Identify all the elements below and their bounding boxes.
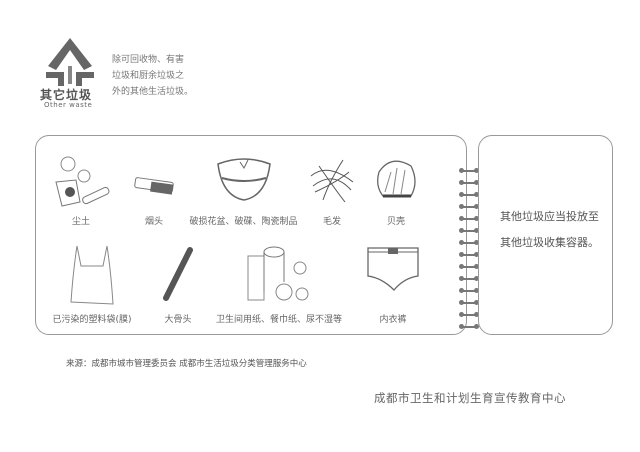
item-label: 毛发 [322, 217, 341, 227]
ring [459, 240, 479, 245]
item-label: 烟头 [144, 217, 163, 227]
category-description: 除可回收物、有害 垃圾和厨余垃圾之 外的其他生活垃圾。 [112, 52, 222, 100]
shell-icon [377, 160, 416, 198]
instruction-line: 其他垃圾收集容器。 [500, 236, 599, 249]
instruction-text: 其他垃圾应当投放至 其他垃圾收集容器。 [500, 204, 610, 256]
source-text: 来源：成都市城市管理委员会 成都市生活垃圾分类管理服务中心 [66, 359, 307, 369]
ring [459, 204, 479, 209]
ring [459, 168, 479, 173]
dust-icon [55, 156, 110, 207]
tissue-icon [247, 246, 309, 301]
item-cigarette: 烟头 [124, 152, 184, 227]
broken-bowl-icon [216, 158, 271, 201]
ring [459, 312, 479, 317]
item-broken-ceramics: 破损花盆、破碟、陶瓷制品 [186, 152, 301, 227]
ring [459, 276, 479, 281]
category-title: 其它垃圾 [40, 88, 93, 102]
item-plastic-bag: 已污染的塑料袋(膜) [42, 242, 142, 325]
item-underwear: 内衣裤 [358, 242, 428, 325]
ring [459, 180, 479, 185]
ring [459, 252, 479, 257]
underwear-icon [367, 247, 419, 291]
organization-text: 成都市卫生和计划生育宣传教育中心 [374, 391, 566, 405]
ring [459, 288, 479, 293]
cigarette-icon [134, 177, 174, 195]
ring [459, 264, 479, 269]
description-line: 垃圾和厨余垃圾之 [112, 71, 185, 81]
item-label: 破损花盆、破碟、陶瓷制品 [189, 217, 298, 227]
ring [459, 228, 479, 233]
instruction-panel [478, 135, 613, 335]
item-shell: 贝壳 [366, 152, 426, 227]
hair-icon [310, 159, 354, 203]
other-waste-logo-icon [46, 38, 94, 86]
item-label: 内衣裤 [379, 315, 407, 325]
description-line: 除可回收物、有害 [112, 55, 185, 65]
ring [459, 192, 479, 197]
item-dust: 尘土 [46, 152, 116, 227]
item-label: 大骨头 [164, 315, 192, 325]
category-subtitle: Other waste [44, 101, 93, 109]
plastic-bag-icon [70, 245, 114, 305]
ring [459, 216, 479, 221]
ring [459, 300, 479, 305]
instruction-line: 其他垃圾应当投放至 [500, 210, 599, 223]
item-label: 卫生间用纸、餐巾纸、尿不湿等 [215, 315, 342, 325]
item-bone: 大骨头 [148, 242, 208, 325]
item-hair: 毛发 [302, 152, 362, 227]
item-tissue: 卫生间用纸、餐巾纸、尿不湿等 [214, 242, 344, 325]
item-label: 尘土 [71, 217, 90, 227]
item-label: 贝壳 [386, 217, 405, 227]
ring [459, 324, 479, 329]
bone-icon [163, 247, 193, 301]
description-line: 外的其他生活垃圾。 [112, 87, 194, 97]
items-panel: 尘土 烟头 破损花盆、破碟、陶瓷制品 毛发 贝壳 已污染的塑料袋(膜) 大骨头 … [35, 135, 467, 335]
item-label: 已污染的塑料袋(膜) [52, 315, 132, 325]
